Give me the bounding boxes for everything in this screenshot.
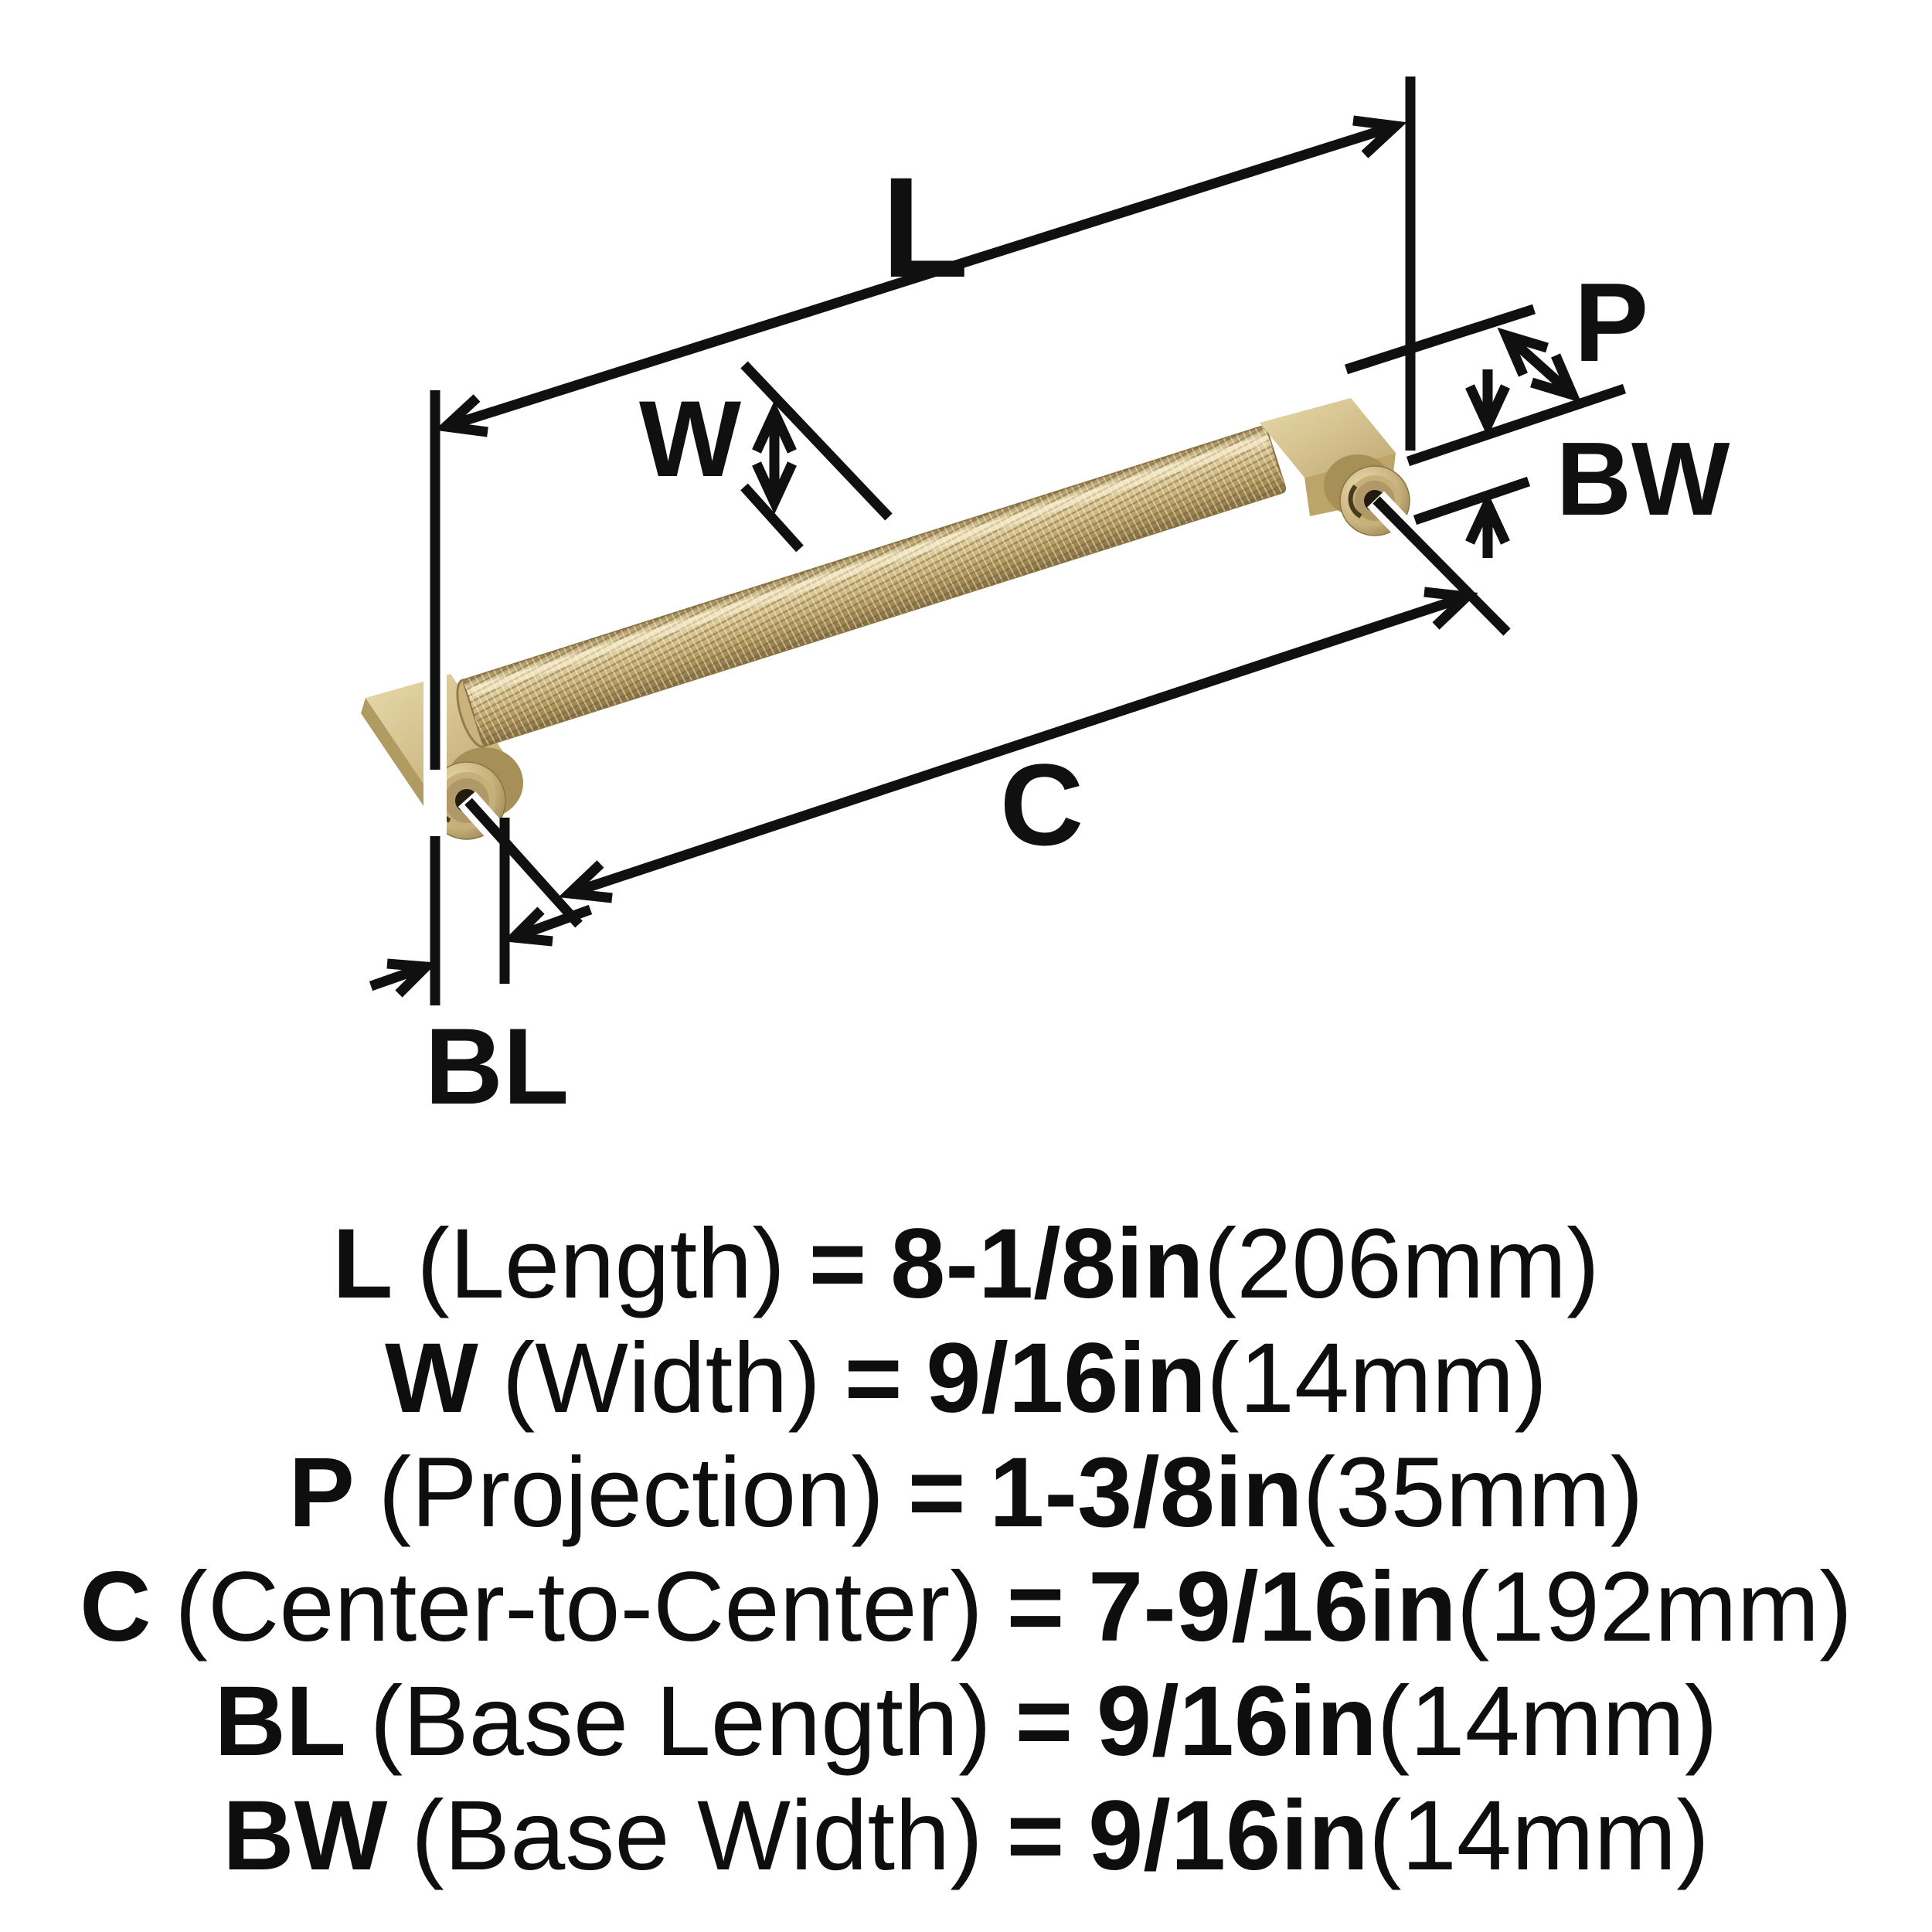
spec-row-base-length: BL(Base Length)=9/16in(14mm)	[0, 1665, 1932, 1779]
width-tick-upper	[740, 361, 893, 521]
spec-equals: =	[808, 1209, 867, 1319]
spec-metric: (192mm)	[1456, 1552, 1852, 1662]
label-base-length: BL	[425, 1005, 570, 1127]
arrowhead-right	[1423, 587, 1478, 630]
projection-arrow-shaft	[1502, 332, 1577, 399]
dim-base-length	[369, 818, 593, 998]
spec-row-center-to-center: C(Center-to-Center)=7-9/16in(192mm)	[0, 1550, 1932, 1665]
dim-width	[740, 361, 893, 553]
label-center-to-center: C	[1000, 740, 1083, 869]
width-tick-lower	[740, 483, 804, 553]
dim-center-to-center	[464, 496, 1511, 928]
spec-row-width: W(Width)=9/16in(14mm)	[0, 1321, 1932, 1436]
arrowhead-left	[558, 860, 613, 903]
base-length-left-shaft	[512, 904, 593, 943]
dimension-annotations	[369, 77, 1627, 1005]
arrowhead-up	[1465, 492, 1510, 545]
label-base-width: BW	[1556, 420, 1730, 537]
arrowhead-downright	[1530, 353, 1582, 403]
center-extension-right	[1372, 496, 1511, 636]
handle-bar	[456, 425, 1287, 748]
length-dimension-line	[444, 121, 1397, 432]
spec-name: (Center-to-Center)	[175, 1552, 983, 1662]
spec-row-base-width: BW(Base Width)=9/16in(14mm)	[0, 1779, 1932, 1893]
spec-abbr: L	[332, 1209, 393, 1319]
dim-projection	[1345, 304, 1582, 403]
dimension-spec-list: L(Length)=8-1/8in(206mm) W(Width)=9/16in…	[0, 1207, 1932, 1893]
arrowhead-down	[752, 461, 797, 515]
spec-metric: (35mm)	[1302, 1437, 1644, 1548]
spec-equals: =	[844, 1323, 903, 1434]
spec-equals: =	[1006, 1781, 1065, 1891]
spec-value: 9/16in	[1096, 1666, 1377, 1777]
spec-equals: =	[1015, 1666, 1073, 1777]
spec-abbr: BW	[223, 1781, 388, 1891]
spec-value: 7-9/16in	[1088, 1552, 1457, 1662]
label-length: L	[881, 148, 968, 308]
base-width-line-upper	[1406, 383, 1627, 467]
spec-abbr: P	[288, 1437, 355, 1548]
spec-metric: (206mm)	[1203, 1209, 1600, 1319]
spec-row-projection: P(Projection)=1-3/8in(35mm)	[0, 1436, 1932, 1550]
spec-name: (Width)	[502, 1323, 821, 1434]
spec-abbr: BL	[214, 1666, 346, 1777]
spec-abbr: C	[80, 1552, 151, 1662]
pull-handle-illustration	[361, 398, 1410, 840]
spec-value: 9/16in	[926, 1323, 1207, 1434]
center-dimension-line	[567, 591, 1469, 899]
dim-length	[430, 77, 1416, 1005]
label-width: W	[639, 378, 741, 499]
spec-value: 8-1/8in	[890, 1209, 1204, 1319]
spec-equals: =	[907, 1437, 966, 1548]
spec-metric: (14mm)	[1376, 1666, 1718, 1777]
spec-name: (Base Width)	[411, 1781, 983, 1891]
center-extension-left	[464, 798, 583, 928]
spec-name: (Projection)	[378, 1437, 884, 1548]
arrowhead-up	[752, 400, 797, 454]
arrowhead-right	[386, 958, 437, 998]
arrowhead-left	[434, 394, 488, 437]
spec-value: 1-3/8in	[989, 1437, 1303, 1548]
spec-value: 9/16in	[1088, 1781, 1369, 1891]
arrowhead-upleft	[1497, 327, 1549, 377]
dim-base-width	[1406, 369, 1627, 558]
spec-name: (Length)	[417, 1209, 785, 1319]
spec-metric: (14mm)	[1368, 1781, 1709, 1891]
spec-metric: (14mm)	[1206, 1323, 1547, 1434]
arrowhead-down	[1465, 384, 1510, 437]
spec-equals: =	[1006, 1552, 1065, 1662]
base-width-line-lower	[1413, 476, 1531, 526]
arrowhead-left	[502, 906, 553, 947]
label-projection: P	[1574, 260, 1649, 385]
spec-abbr: W	[385, 1323, 478, 1434]
projection-line-upper	[1345, 304, 1536, 375]
arrowhead-right	[1352, 115, 1407, 158]
spec-row-length: L(Length)=8-1/8in(206mm)	[0, 1207, 1932, 1321]
spec-name: (Base Length)	[369, 1666, 992, 1777]
